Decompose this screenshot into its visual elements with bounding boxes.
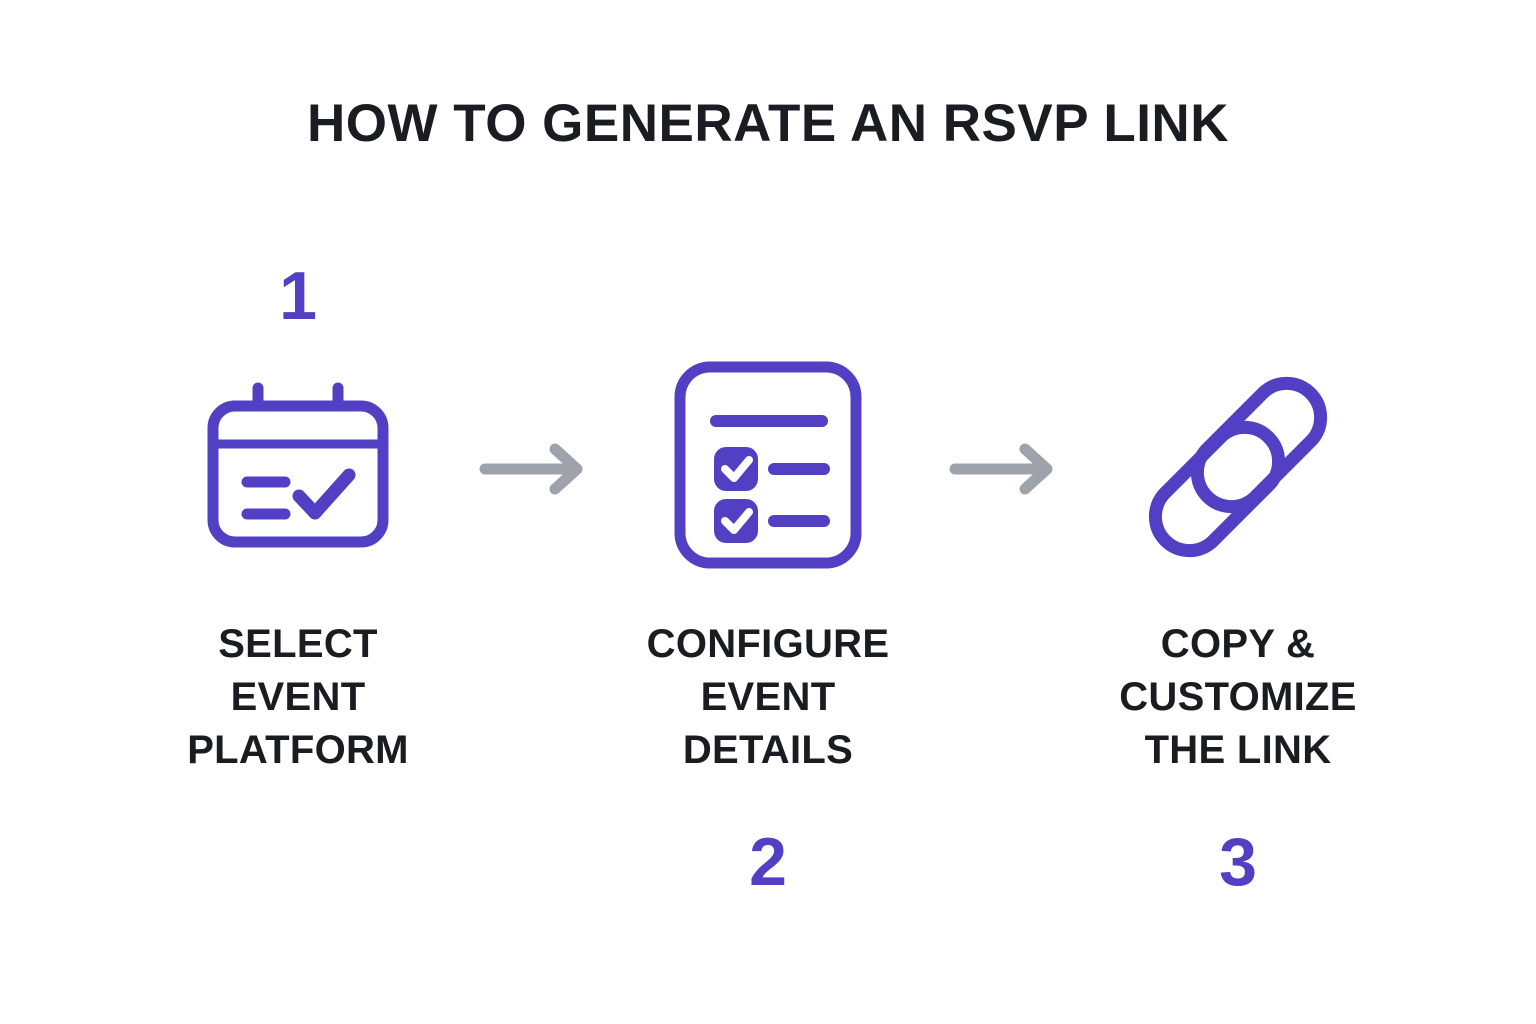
checklist-document-icon (672, 359, 864, 576)
step-3: COPY & CUSTOMIZE THE LINK 3 (1073, 258, 1403, 896)
step-3-label: COPY & CUSTOMIZE THE LINK (1119, 622, 1357, 772)
calendar-check-icon (203, 380, 393, 555)
page-title: HOW TO GENERATE AN RSVP LINK (307, 94, 1229, 153)
connector-2 (933, 258, 1073, 500)
step-2: CONFIGURE EVENT DETAILS 2 (603, 258, 933, 896)
arrow-right-icon (947, 443, 1059, 500)
arrow-right-icon (477, 443, 589, 500)
step-1-number: 1 (279, 258, 317, 334)
step-3-icon-wrap (1140, 352, 1336, 582)
step-2-icon-wrap (672, 352, 864, 582)
step-1-label: SELECT EVENT PLATFORM (187, 622, 409, 772)
connector-1 (463, 258, 603, 500)
step-3-number: 3 (1219, 824, 1257, 901)
step-1: 1 (133, 258, 463, 776)
step-2-number: 2 (749, 824, 787, 901)
chain-link-icon (1140, 362, 1336, 573)
steps-row: 1 (0, 258, 1536, 896)
step-1-icon-wrap (203, 352, 393, 582)
step-2-label: CONFIGURE EVENT DETAILS (646, 622, 890, 772)
